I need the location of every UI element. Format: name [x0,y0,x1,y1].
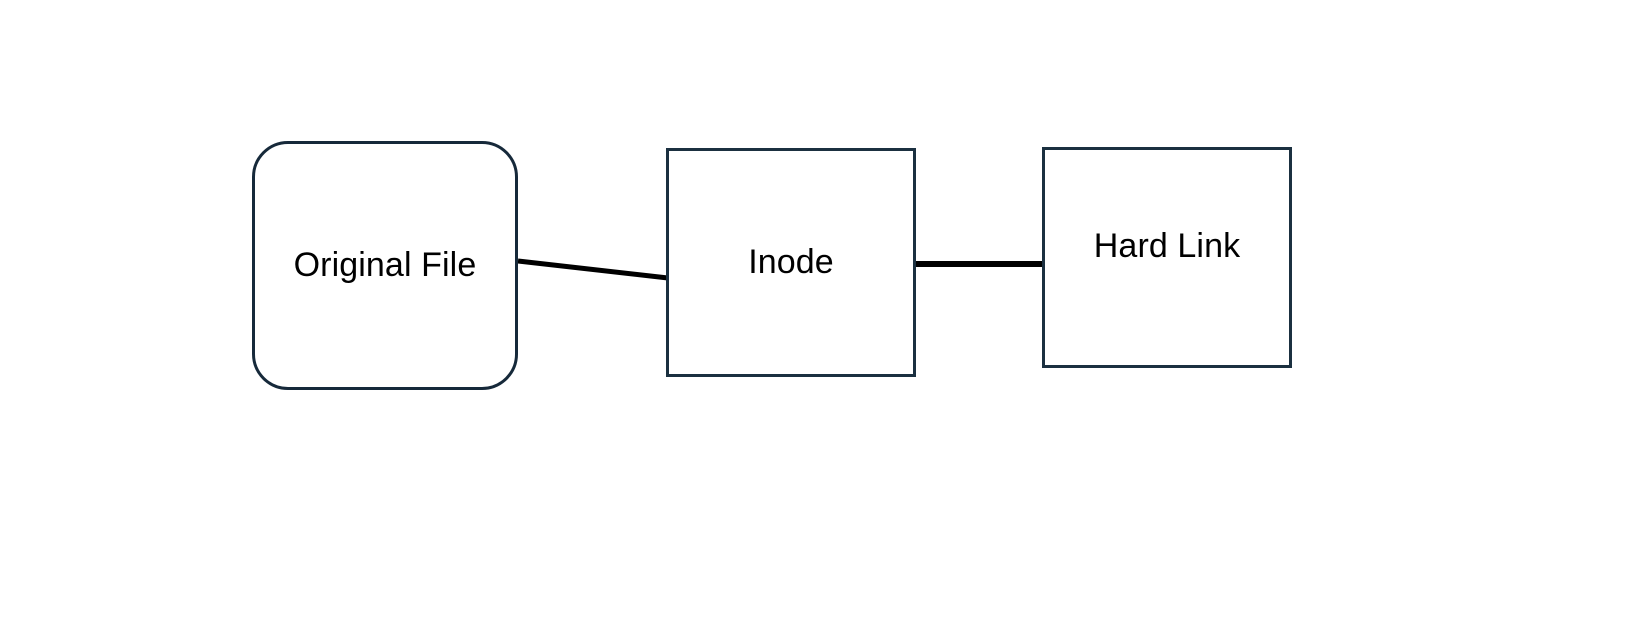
node-original-file[interactable]: Original File [252,141,518,390]
node-inode-label: Inode [748,242,834,281]
node-inode[interactable]: Inode [666,148,916,377]
node-hard-link-label: Hard Link [1093,226,1241,265]
node-original-file-label: Original File [293,245,477,284]
node-hard-link[interactable]: Hard Link [1042,147,1292,368]
edge-original-file-to-inode [517,258,669,281]
